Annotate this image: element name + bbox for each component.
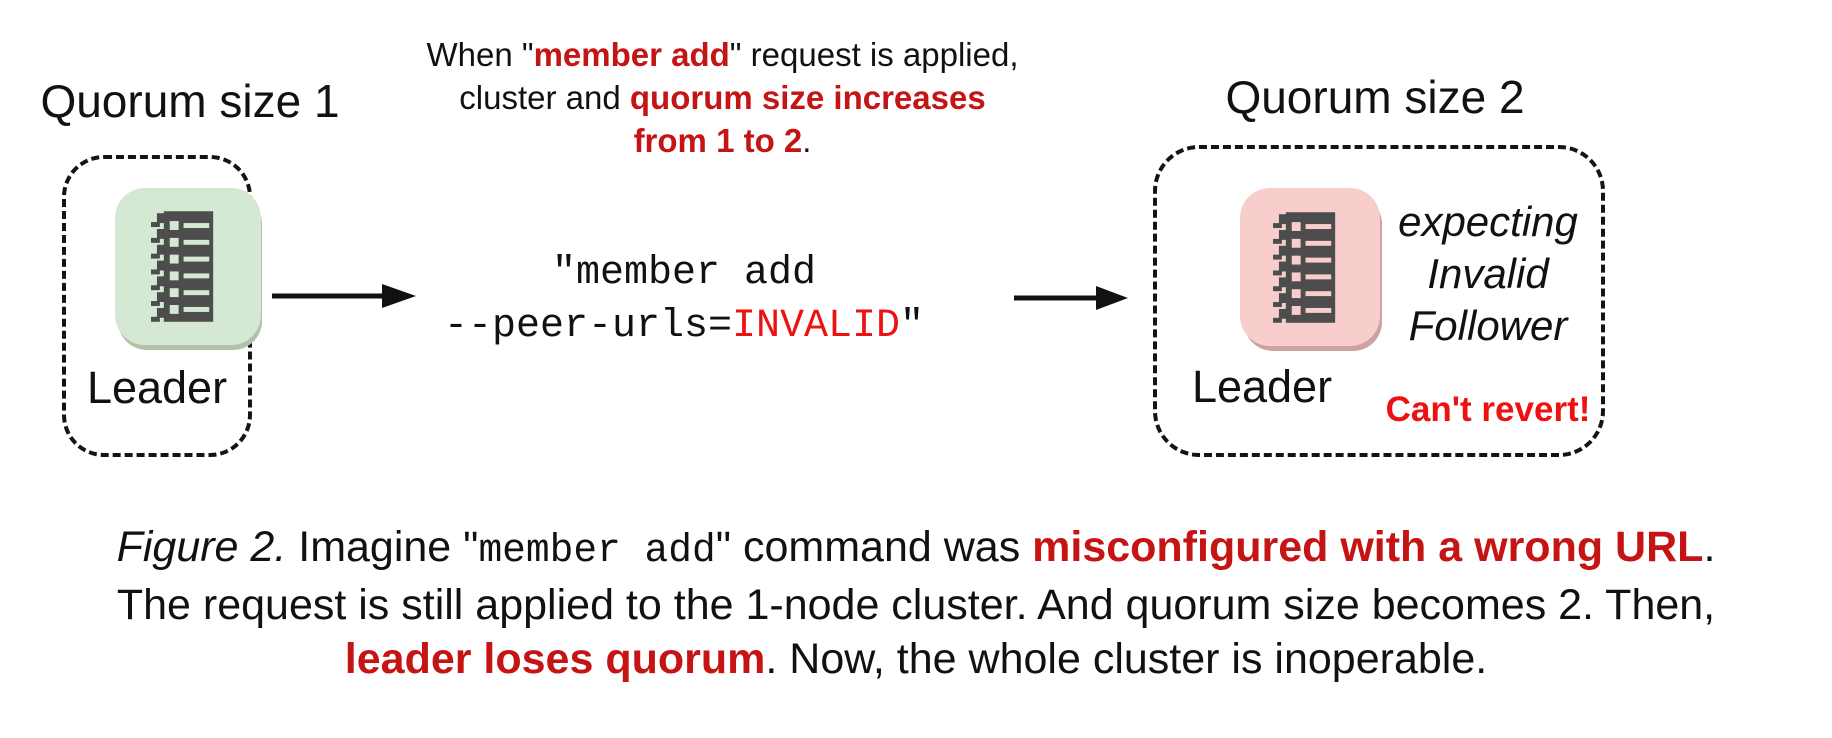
left-node-label: Leader bbox=[86, 362, 228, 413]
expecting-line: expecting bbox=[1398, 198, 1578, 245]
command-line: --peer-urls=INVALID" bbox=[443, 304, 925, 349]
expecting-invalid-follower-text: expecting Invalid Follower bbox=[1348, 196, 1628, 352]
arrow-right-icon bbox=[1012, 282, 1130, 319]
right-node-label: Leader bbox=[1191, 361, 1333, 412]
expecting-line: Invalid bbox=[1427, 250, 1549, 297]
right-cluster-title: Quorum size 2 bbox=[1225, 71, 1525, 123]
caption-line: Figure 2. Imagine "member add" command w… bbox=[116, 523, 1716, 573]
caption-line: The request is still applied to the 1-no… bbox=[116, 581, 1716, 629]
member-ledger-icon bbox=[1240, 188, 1380, 346]
annotation-text: When "member add" request is applied, cl… bbox=[400, 33, 1045, 162]
annotation-line: from 1 to 2. bbox=[633, 122, 812, 159]
arrow-right-icon bbox=[270, 280, 418, 317]
member-add-command: "member add --peer-urls=INVALID" bbox=[414, 247, 954, 353]
annotation-line: When "member add" request is applied, bbox=[426, 36, 1019, 73]
caption-line: leader loses quorum. Now, the whole clus… bbox=[344, 635, 1488, 683]
left-cluster-title: Quorum size 1 bbox=[40, 75, 340, 127]
member-ledger-icon bbox=[115, 188, 261, 345]
annotation-line: cluster and quorum size increases bbox=[459, 79, 986, 116]
command-line: "member add bbox=[551, 251, 817, 296]
right-cluster-box bbox=[1153, 145, 1605, 457]
expecting-line: Follower bbox=[1408, 302, 1568, 349]
cant-revert-warning: Can't revert! bbox=[1385, 390, 1591, 429]
figure-caption: Figure 2. Imagine "member add" command w… bbox=[16, 520, 1816, 686]
